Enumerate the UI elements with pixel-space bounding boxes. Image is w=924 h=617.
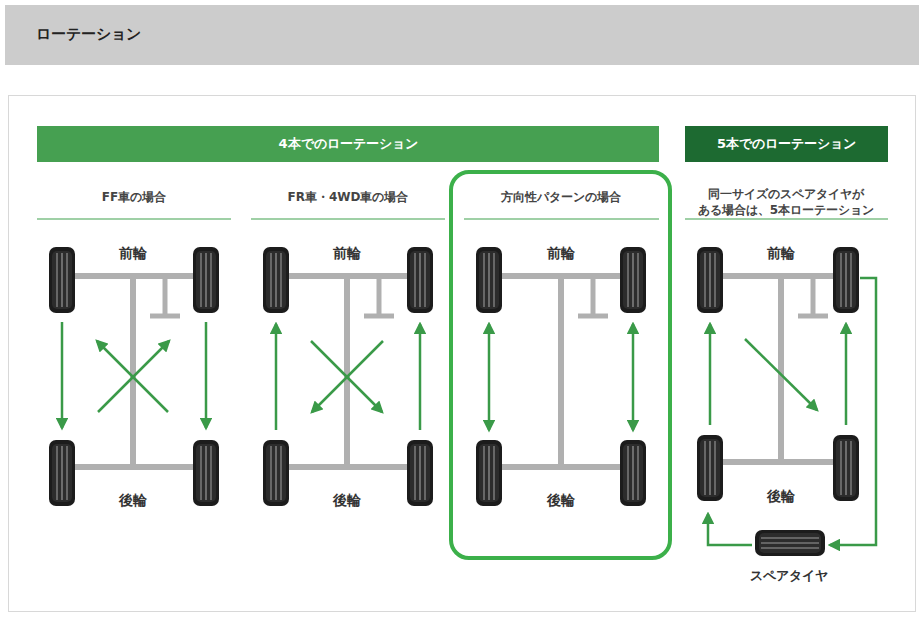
column-heading: 同一サイズのスペアタイヤが ある場合は、5本ローテーション xyxy=(686,187,886,218)
tire xyxy=(833,247,859,313)
wheel-label: 後輪 xyxy=(333,491,361,509)
chassis-line xyxy=(364,314,394,319)
chassis-line xyxy=(591,276,596,316)
tire xyxy=(620,247,646,313)
tire xyxy=(407,247,433,313)
tire xyxy=(49,440,75,506)
tire xyxy=(620,440,646,506)
chassis-line xyxy=(344,276,350,467)
column-heading: FF車の場合 xyxy=(102,190,166,206)
wheel-label: スペアタイヤ xyxy=(750,568,828,585)
column-heading: 方向性パターンの場合 xyxy=(501,190,621,206)
band-text: 5本でのローテーション xyxy=(717,135,856,153)
tire xyxy=(193,440,219,506)
tire xyxy=(263,440,289,506)
tire xyxy=(755,530,825,556)
tire xyxy=(476,247,502,313)
tire xyxy=(476,440,502,506)
page-title: ローテーション xyxy=(36,25,141,44)
tire xyxy=(49,247,75,313)
header-band: 5本でのローテーション xyxy=(685,126,888,162)
chassis-line xyxy=(163,276,168,316)
wheel-label: 前輪 xyxy=(333,244,361,262)
chassis-line xyxy=(130,276,136,467)
wheel-label: 前輪 xyxy=(767,244,795,262)
chassis-line xyxy=(150,314,180,319)
tire xyxy=(263,247,289,313)
tire xyxy=(193,247,219,313)
chassis-line xyxy=(811,276,816,316)
chassis-line xyxy=(798,314,828,319)
chassis-line xyxy=(377,276,382,316)
wheel-label: 後輪 xyxy=(119,491,147,509)
tire xyxy=(833,435,859,501)
wheel-label: 後輪 xyxy=(767,487,795,505)
chassis-line xyxy=(558,276,564,467)
chassis-line xyxy=(578,314,608,319)
band-text: 4本でのローテーション xyxy=(278,135,417,153)
column-heading: FR車・4WD車の場合 xyxy=(288,190,409,206)
wheel-label: 前輪 xyxy=(119,244,147,262)
header-band: 4本でのローテーション xyxy=(37,126,659,162)
chassis-line xyxy=(778,276,784,462)
tire xyxy=(697,247,723,313)
wheel-label: 後輪 xyxy=(547,491,575,509)
tire xyxy=(407,440,433,506)
wheel-label: 前輪 xyxy=(547,244,575,262)
tire xyxy=(697,435,723,501)
